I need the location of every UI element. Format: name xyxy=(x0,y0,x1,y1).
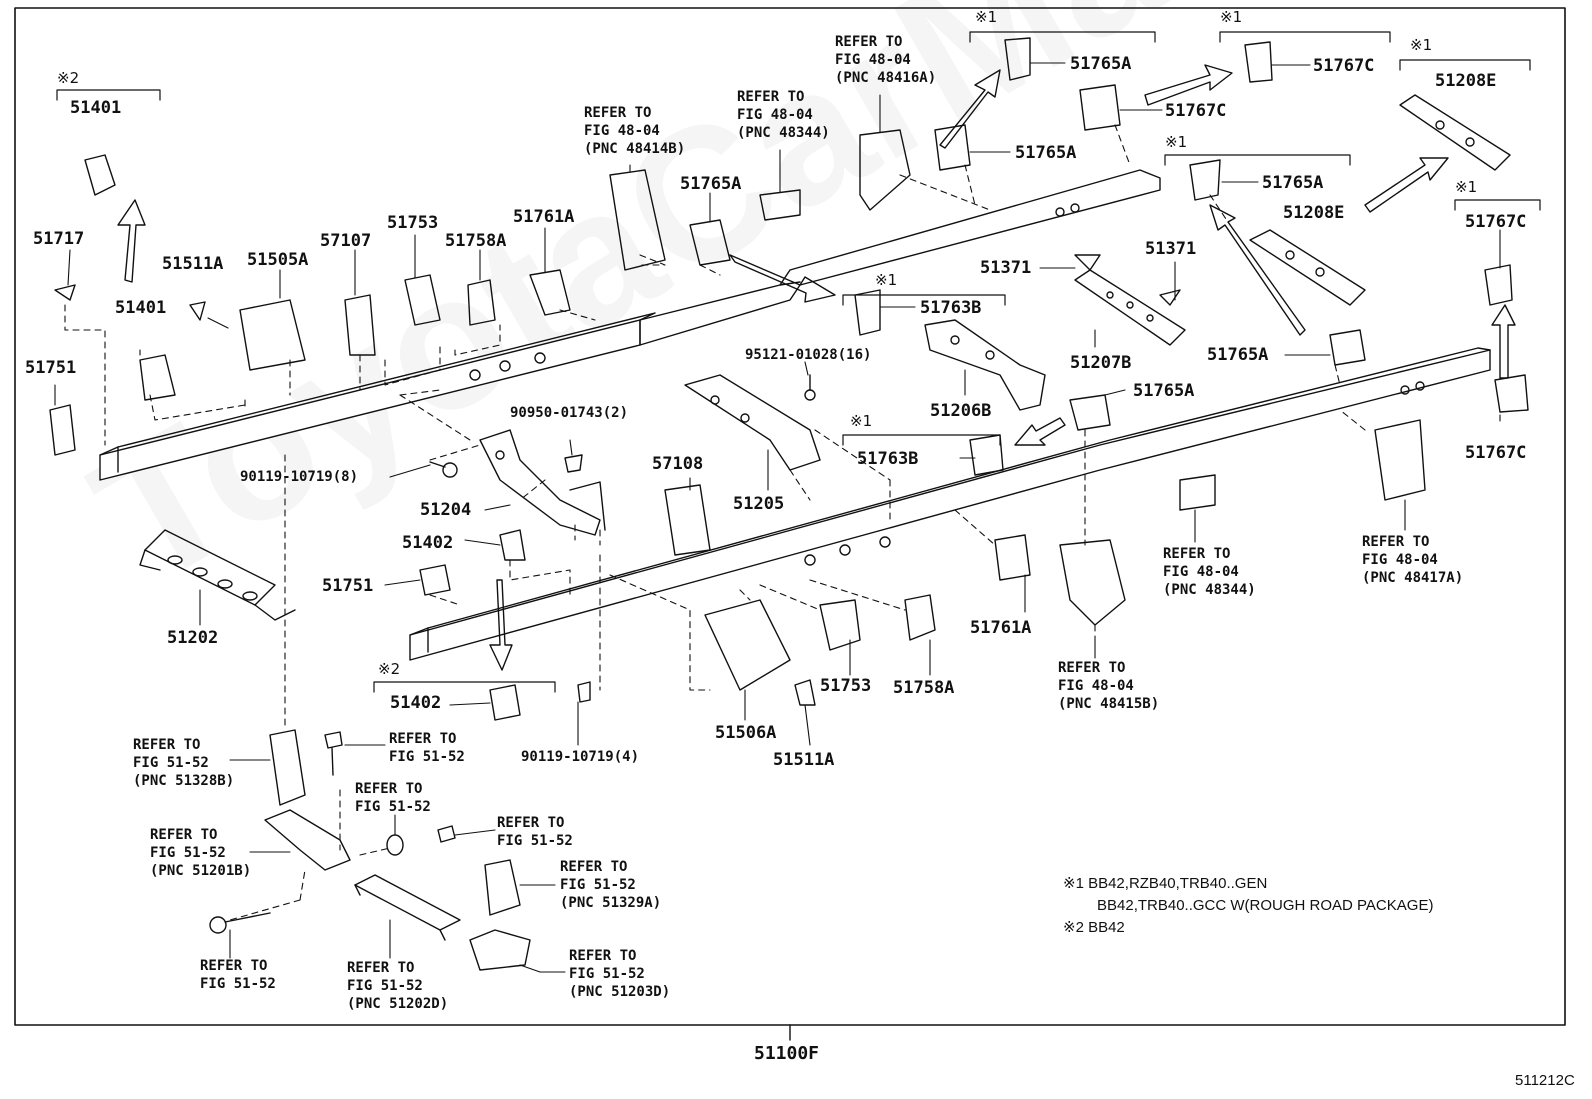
footnote-mark: ※1 xyxy=(1220,8,1243,26)
part-label[interactable]: 57108 xyxy=(652,454,704,474)
footnote-mark: ※1 xyxy=(850,412,873,430)
label-leaders xyxy=(54,62,1501,973)
part-label[interactable]: 90119-10719(4) xyxy=(521,749,640,765)
part-label[interactable]: 51767C xyxy=(1465,443,1527,463)
part-label[interactable]: 90950-01743(2) xyxy=(510,405,629,421)
arrows xyxy=(117,64,1516,671)
part-label[interactable]: 57107 xyxy=(320,231,372,251)
right-side-rail xyxy=(409,347,1491,661)
footnote-mark: ※1 xyxy=(1410,36,1433,54)
crossmember-51202 xyxy=(139,529,296,621)
part-label[interactable]: 51765A xyxy=(680,174,742,194)
part-label[interactable]: 51753 xyxy=(820,676,872,696)
crossmember-51208e-lower xyxy=(1249,229,1366,306)
part-label[interactable]: 51758A xyxy=(893,678,955,698)
left-side-rail xyxy=(99,169,1161,481)
part-label[interactable]: 51767C xyxy=(1465,212,1527,232)
part-label[interactable]: 95121-01028(16) xyxy=(745,347,872,363)
part-label[interactable]: 51371 xyxy=(980,258,1032,278)
part-label[interactable]: 51765A xyxy=(1207,345,1269,365)
fasteners xyxy=(209,374,816,934)
part-label[interactable]: 51402 xyxy=(402,533,454,553)
part-label[interactable]: 51763B xyxy=(920,298,982,318)
footnote-mark: ※2 xyxy=(57,69,80,87)
part-label[interactable]: 51761A xyxy=(970,618,1032,638)
small-brackets xyxy=(49,37,1529,916)
part-label[interactable]: 51206B xyxy=(930,401,992,421)
part-label[interactable]: 51763B xyxy=(857,449,919,469)
leader-lines xyxy=(64,124,1501,921)
part-label[interactable]: 51401 xyxy=(115,298,167,318)
part-label[interactable]: 51767C xyxy=(1165,101,1227,121)
part-label[interactable]: 51751 xyxy=(25,358,77,378)
assembly-number: 51100F xyxy=(754,1043,820,1064)
part-label[interactable]: 51208E xyxy=(1283,203,1345,223)
part-label[interactable]: 51765A xyxy=(1262,173,1324,193)
bracket-51203d xyxy=(469,929,531,971)
part-label[interactable]: 51202 xyxy=(167,628,219,648)
crossmember-51204 xyxy=(479,429,606,536)
crossmember-51206b xyxy=(924,319,1046,411)
part-label[interactable]: 51765A xyxy=(1070,54,1132,74)
part-label[interactable]: 51511A xyxy=(162,254,224,274)
part-label[interactable]: 51207B xyxy=(1070,353,1132,373)
crossmember-51208e-upper xyxy=(1399,94,1511,171)
crossmember-51202d xyxy=(354,874,461,941)
footnote-brackets xyxy=(56,31,1541,693)
footnote-mark: ※1 xyxy=(1455,178,1478,196)
part-label[interactable]: 51511A xyxy=(773,750,835,770)
footnote-mark: ※1 xyxy=(875,271,898,289)
part-label[interactable]: 51753 xyxy=(387,213,439,233)
part-label[interactable]: 51204 xyxy=(420,500,472,520)
part-label[interactable]: 51767C xyxy=(1313,56,1375,76)
footnote-mark: ※1 xyxy=(1165,133,1188,151)
part-label[interactable]: 51765A xyxy=(1015,143,1077,163)
footnote-mark: ※2 xyxy=(378,660,401,678)
footnotes: ※1 BB42,RZB40,TRB40..GEN BB42,TRB40..GCC… xyxy=(1063,875,1434,936)
bracket-51201b xyxy=(264,809,351,871)
part-label[interactable]: 51717 xyxy=(33,229,85,249)
part-label[interactable]: 90119-10719(8) xyxy=(240,469,359,485)
part-label[interactable]: 51758A xyxy=(445,231,507,251)
part-label[interactable]: 51506A xyxy=(715,723,777,743)
crossmember-51207b xyxy=(1074,269,1186,346)
crossmember-51205 xyxy=(684,374,821,471)
part-label[interactable]: 51751 xyxy=(322,576,374,596)
part-label[interactable]: 51765A xyxy=(1133,381,1195,401)
part-label[interactable]: 51401 xyxy=(70,98,122,118)
part-label[interactable]: 51505A xyxy=(247,250,309,270)
part-label[interactable]: 51402 xyxy=(390,693,442,713)
figure-code: 511212C xyxy=(1515,1072,1575,1089)
part-label[interactable]: 51761A xyxy=(513,207,575,227)
part-label[interactable]: 51371 xyxy=(1145,239,1197,259)
part-label[interactable]: 51205 xyxy=(733,494,785,514)
footnote-mark: ※1 xyxy=(975,8,998,26)
part-label[interactable]: 51208E xyxy=(1435,71,1497,91)
